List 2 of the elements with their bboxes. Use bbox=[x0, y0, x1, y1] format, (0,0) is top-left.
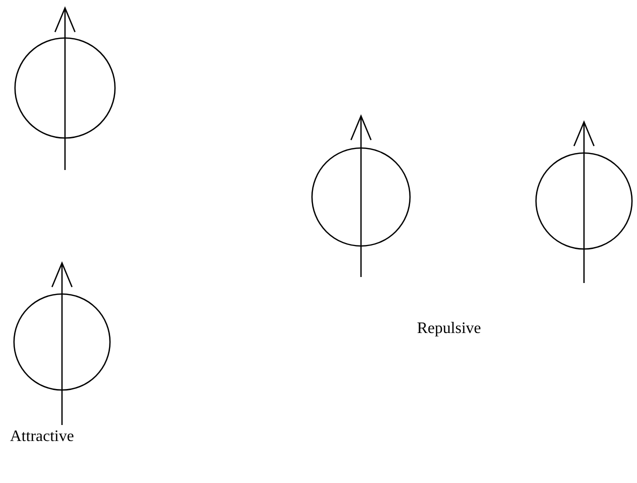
caption-label: Repulsive bbox=[417, 320, 481, 338]
caption-label: Attractive bbox=[10, 428, 74, 446]
